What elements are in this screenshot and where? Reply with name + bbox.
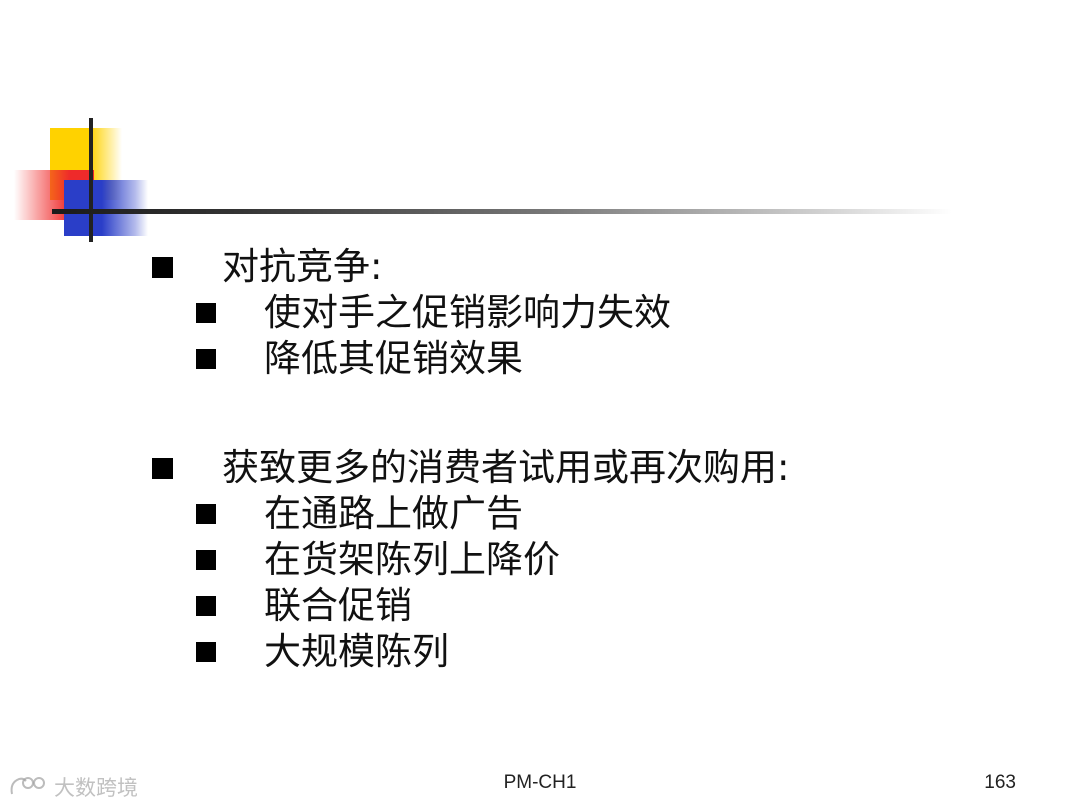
horizontal-rule	[52, 209, 952, 214]
square-bullet-icon	[196, 349, 216, 369]
square-bullet-icon	[196, 596, 216, 616]
list-item-text: 在通路上做广告	[264, 492, 523, 535]
square-bullet-icon	[196, 303, 216, 323]
list-item-text: 降低其促销效果	[264, 337, 523, 380]
section-heading-text: 对抗竞争:	[222, 245, 383, 288]
page-number: 163	[984, 772, 1016, 793]
title-decoration	[0, 0, 1080, 300]
vertical-rule	[89, 118, 93, 242]
watermark-logo-icon	[10, 777, 45, 795]
list-item-text: 大规模陈列	[264, 630, 449, 673]
square-bullet-icon	[196, 504, 216, 524]
list-item-text: 在货架陈列上降价	[264, 538, 560, 581]
list-item-text: 联合促销	[264, 584, 412, 627]
blue-square	[64, 180, 148, 236]
watermark: 大数跨境	[8, 772, 138, 802]
list-item-text: 使对手之促销影响力失效	[264, 291, 671, 334]
square-bullet-icon	[152, 257, 173, 278]
square-bullet-icon	[196, 642, 216, 662]
footer-label: PM-CH1	[503, 772, 577, 793]
square-bullet-icon	[152, 458, 173, 479]
watermark-text: 大数跨境	[54, 776, 138, 800]
square-bullet-icon	[196, 550, 216, 570]
section-heading-text: 获致更多的消费者试用或再次购用:	[222, 446, 790, 489]
